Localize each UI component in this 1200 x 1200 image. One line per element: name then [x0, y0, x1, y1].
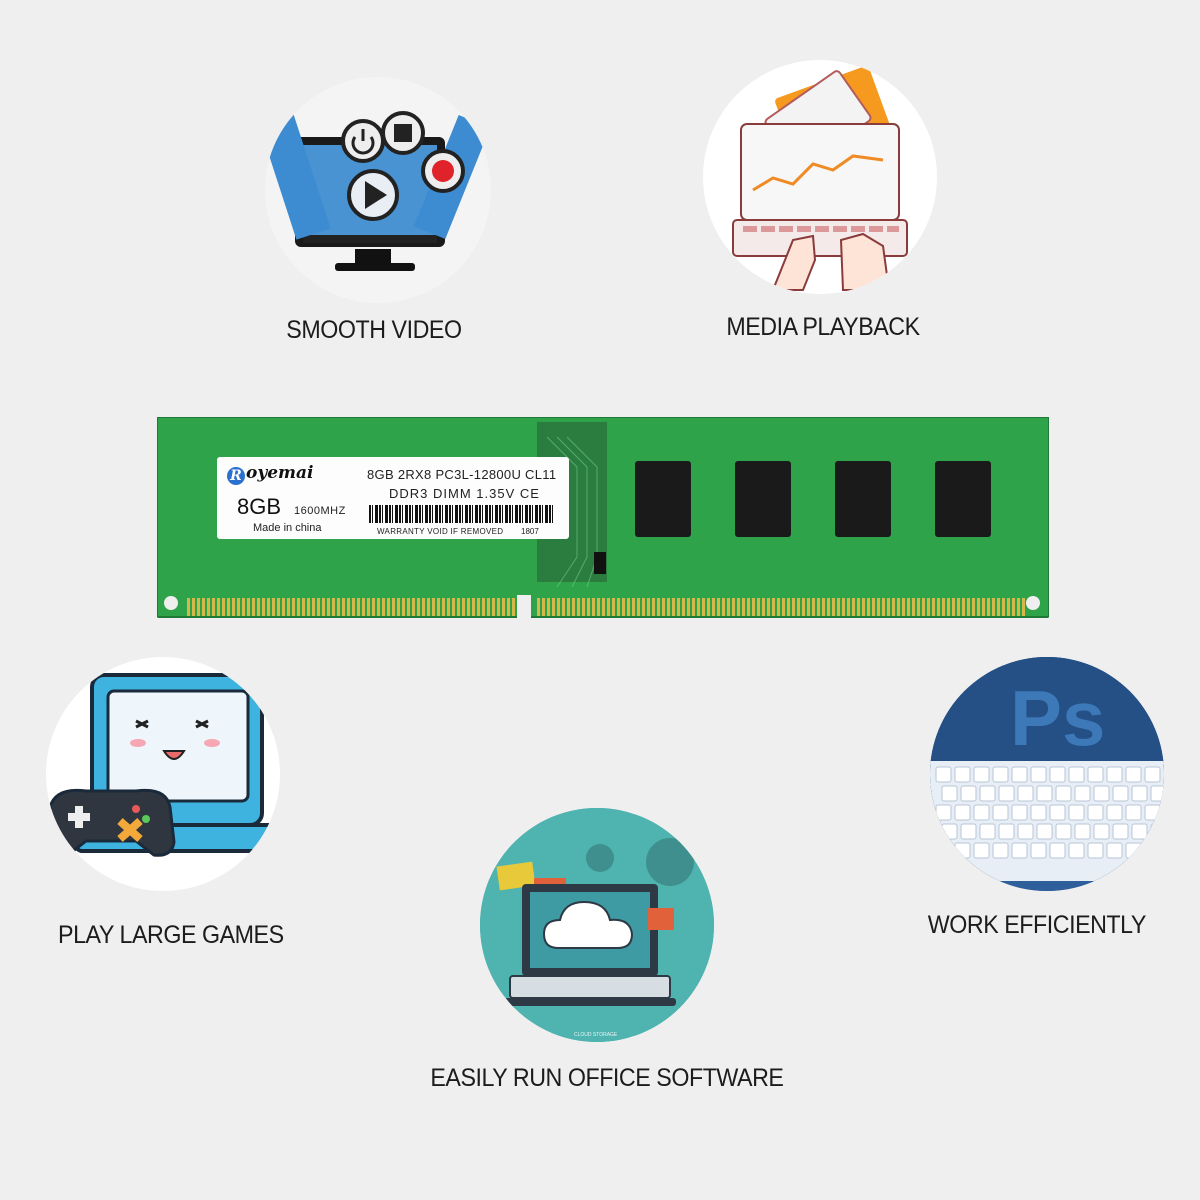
ram-spec-line1: 8GB 2RX8 PC3L-12800U CL11	[367, 467, 557, 482]
memory-chip	[935, 461, 991, 537]
ram-spec-line2: DDR3 DIMM 1.35V CE	[389, 486, 540, 501]
photoshop-logo-text: Ps	[1010, 674, 1105, 762]
video-monitor-icon	[265, 77, 491, 303]
memory-chip	[635, 461, 691, 537]
photoshop-keyboard-icon: Ps	[930, 657, 1164, 891]
feature-label: PLAY LARGE GAMES	[58, 921, 284, 949]
laptop-typing-icon	[703, 60, 937, 294]
cloud-laptop-icon: CLOUD STORAGE	[480, 808, 714, 1042]
feature-label: WORK EFFICIENTLY	[927, 911, 1147, 939]
ram-origin: Made in china	[253, 522, 322, 534]
feature-label: SMOOTH VIDEO	[286, 316, 462, 344]
feature-label: EASILY RUN OFFICE SOFTWARE	[430, 1064, 784, 1092]
batch-number: 1807	[521, 527, 539, 536]
ram-capacity: 8GB	[237, 494, 282, 519]
barcode	[369, 505, 555, 523]
ram-speed: 1600MHZ	[294, 505, 346, 517]
feature-label: MEDIA PLAYBACK	[726, 313, 920, 341]
memory-chip	[735, 461, 791, 537]
cloud-storage-caption: CLOUD STORAGE	[574, 1032, 618, 1038]
memory-chip	[835, 461, 891, 537]
game-console-icon	[46, 657, 280, 891]
warranty-text: WARRANTY VOID IF REMOVED	[377, 527, 504, 536]
